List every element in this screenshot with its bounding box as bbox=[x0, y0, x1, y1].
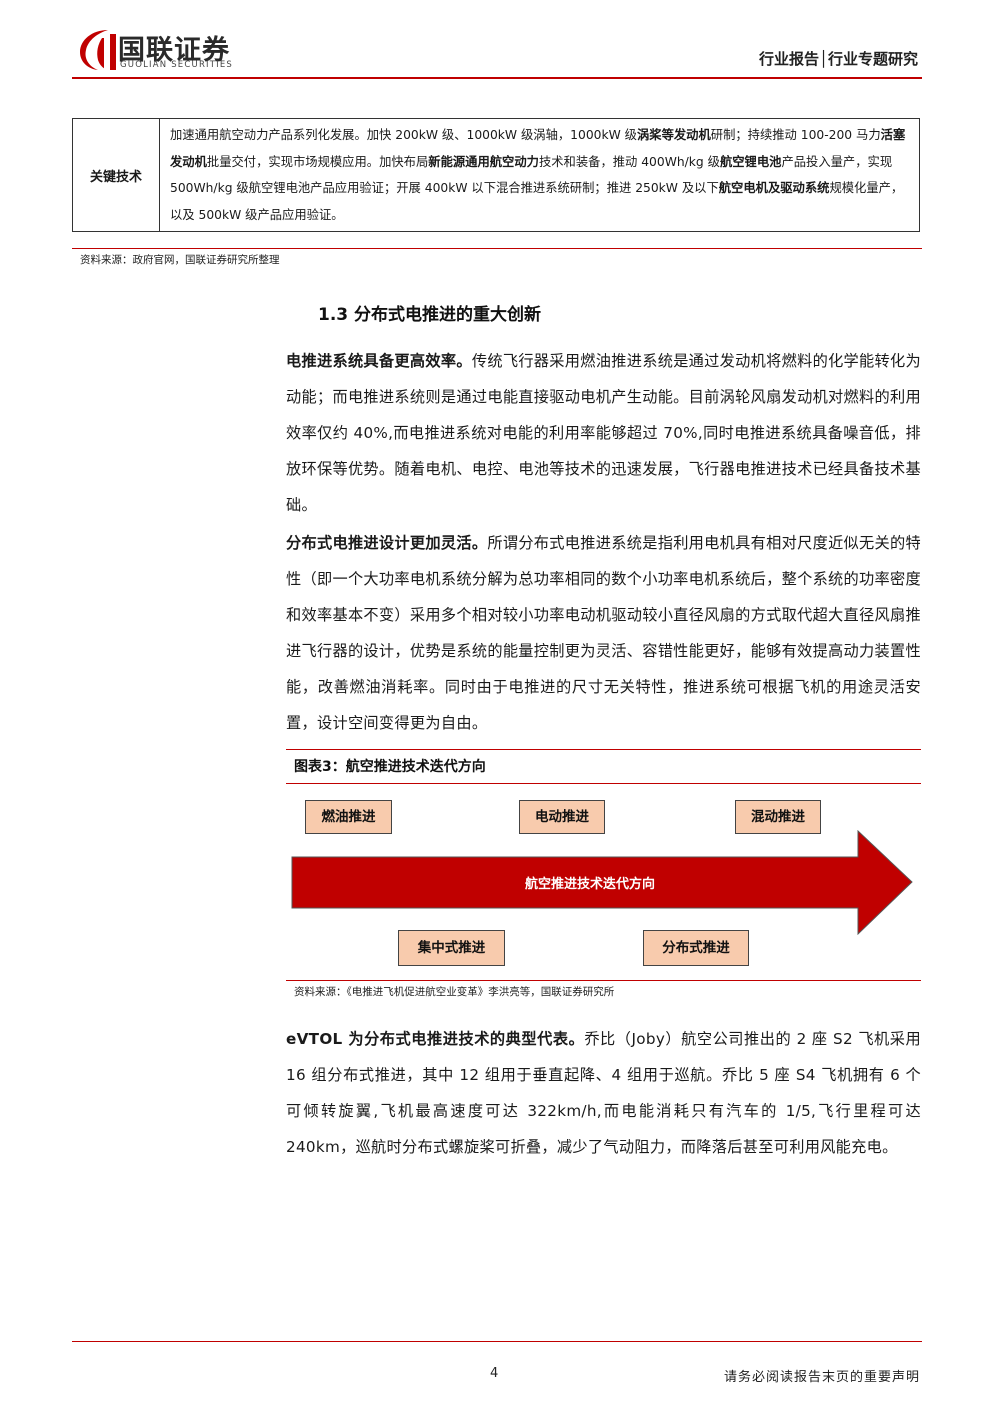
figure-source-note: 资料来源：《电推进飞机促进航空业变革》李洪亮等，国联证券研究所 bbox=[294, 986, 615, 998]
table-source-note: 资料来源：政府官网，国联证券研究所整理 bbox=[80, 254, 280, 266]
paragraph-lead: eVTOL 为分布式电推进技术的典型代表。 bbox=[286, 1030, 585, 1048]
highlight-term: 航空电机及驱动系统 bbox=[718, 181, 830, 195]
paragraph-lead: 电推进系统具备更高效率。 bbox=[286, 352, 472, 370]
footer-disclaimer: 请务必阅读报告末页的重要声明 bbox=[723, 1370, 920, 1385]
highlight-term: 新能源通用航空动力 bbox=[428, 154, 539, 169]
figure-top-divider bbox=[286, 749, 921, 750]
footer-divider bbox=[72, 1341, 922, 1342]
brand-name-en: GUOLIAN SECURITIES bbox=[120, 60, 234, 70]
page-number: 4 bbox=[490, 1366, 499, 1381]
table-row-content: 加速通用航空动力产品系列化发展。加快 200kW 级、1000kW 级涡轴，10… bbox=[159, 118, 920, 232]
hybrid-propulsion-box: 混动推进 bbox=[735, 800, 821, 834]
fuel-propulsion-box: 燃油推进 bbox=[305, 800, 392, 834]
table-row: 关键技术 加速通用航空动力产品系列化发展。加快 200kW 级、1000kW 级… bbox=[72, 118, 920, 232]
paragraph-lead: 分布式电推进设计更加灵活。 bbox=[286, 534, 488, 552]
electric-propulsion-box: 电动推进 bbox=[519, 800, 605, 834]
paragraph-body: 所谓分布式电推进系统是指利用电机具有相对尺度近似无关的特性（即一个大功率电机系统… bbox=[286, 534, 921, 732]
highlight-term: 活塞发动机 bbox=[170, 128, 906, 169]
paragraph-evtol: eVTOL 为分布式电推进技术的典型代表。乔比（Joby）航空公司推出的 2 座… bbox=[286, 1021, 921, 1165]
right-arrow-icon bbox=[291, 830, 913, 935]
report-type: 行业报告│行业专题研究 bbox=[758, 50, 918, 68]
text-run: 研制；持续推动 100-200 马力 bbox=[710, 128, 881, 142]
centralized-propulsion-box: 集中式推进 bbox=[398, 930, 505, 966]
paragraph-body: 传统飞行器采用燃油推进系统是通过发动机将燃料的化学能转化为动能；而电推进系统则是… bbox=[286, 352, 921, 514]
text-run: 加速通用航空动力产品系列化发展。加快 200kW 级、1000kW 级涡轴，10… bbox=[170, 128, 637, 142]
text-run: 批量交付，实现市场规模应用。加快布局 bbox=[206, 154, 429, 169]
arrow-label: 航空推进技术迭代方向 bbox=[524, 877, 655, 892]
highlight-term: 涡桨等发动机 bbox=[636, 128, 711, 142]
figure-bottom-divider bbox=[286, 980, 921, 981]
figure-title-divider bbox=[286, 783, 921, 784]
highlight-term: 航空锂电池 bbox=[719, 154, 782, 169]
distributed-propulsion-box: 分布式推进 bbox=[643, 930, 749, 966]
header-divider bbox=[72, 77, 922, 79]
paragraph-body: 乔比（Joby）航空公司推出的 2 座 S2 飞机采用 16 组分布式推进，其中… bbox=[286, 1030, 921, 1156]
paragraph-distributed-design: 分布式电推进设计更加灵活。所谓分布式电推进系统是指利用电机具有相对尺度近似无关的… bbox=[286, 525, 921, 741]
section-title: 1.3 分布式电推进的重大创新 bbox=[318, 305, 542, 325]
paragraph-electric-efficiency: 电推进系统具备更高效率。传统飞行器采用燃油推进系统是通过发动机将燃料的化学能转化… bbox=[286, 343, 921, 523]
brand-name-cn: 国联证券 bbox=[118, 35, 230, 66]
guolian-logo-icon bbox=[80, 30, 116, 70]
table-divider bbox=[72, 248, 922, 249]
figure-title: 图表3：航空推进技术迭代方向 bbox=[294, 759, 486, 775]
text-run: 技术和装备，推动 400Wh/kg 级 bbox=[538, 154, 720, 169]
text-run: 规模化量产，以及 500kW 级产品应用验证。 bbox=[170, 181, 904, 222]
key-technology-table: 关键技术 加速通用航空动力产品系列化发展。加快 200kW 级、1000kW 级… bbox=[72, 118, 920, 232]
table-row-label: 关键技术 bbox=[72, 118, 160, 232]
text-run: 产品投入量产，实现 500Wh/kg 级航空锂电池产品应用验证；开展 400kW… bbox=[170, 154, 893, 196]
